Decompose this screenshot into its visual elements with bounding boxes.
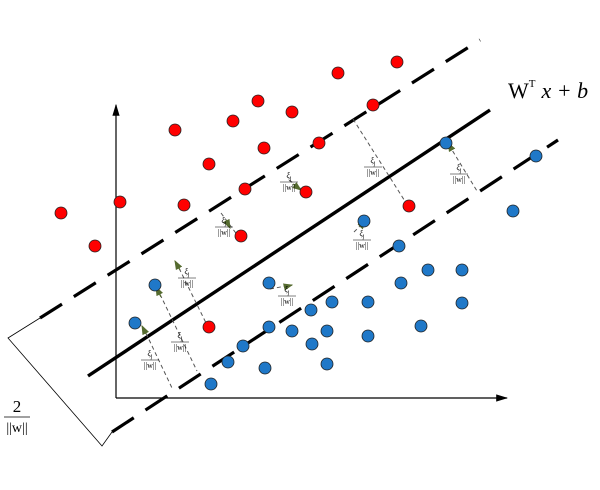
svg-text:ξj: ξj [221, 216, 226, 227]
margin-denominator: ||w|| [6, 421, 27, 436]
svg-text:ξj: ξj [370, 156, 375, 167]
margin-numerator: 2 [13, 397, 22, 416]
svg-text:||w||: ||w|| [356, 241, 368, 250]
svg-text:ξj: ξj [284, 285, 289, 296]
slack-label: ξj ||w|| [215, 216, 233, 237]
positive-class-points [54, 55, 416, 334]
slack-labels: ξj ||w|| ξj ||w|| ξj ||w|| ξj ||w|| ξj |… [141, 156, 468, 370]
svg-text:||w||: ||w|| [218, 228, 230, 237]
svg-text:ξj: ξj [147, 349, 152, 360]
slack-label: ξj ||w|| [364, 156, 382, 177]
slack-label: ξj ||w|| [353, 229, 371, 250]
svg-text:ξj: ξj [286, 171, 291, 182]
svg-text:||w||: ||w|| [283, 183, 295, 192]
slack-label: ξj ||w|| [278, 285, 296, 306]
svg-text:||w||: ||w|| [281, 297, 293, 306]
svg-text:||w||: ||w|| [181, 279, 193, 288]
slack-label: ξj ||w|| [171, 331, 189, 352]
svg-text:ξj: ξj [184, 267, 189, 278]
margin-bracket [7, 317, 113, 447]
svg-text:ξj: ξj [456, 163, 461, 174]
slack-label: ξj ||w|| [450, 163, 468, 184]
svg-text:ξj: ξj [177, 331, 182, 342]
svg-text:||w||: ||w|| [174, 343, 186, 352]
slack-label: ξj ||w|| [141, 349, 159, 370]
slack-label: ξj ||w|| [280, 171, 298, 192]
upper-margin-line [39, 38, 481, 320]
svg-text:||w||: ||w|| [144, 361, 156, 370]
slack-label: ξj ||w|| [178, 267, 196, 288]
svg-text:||w||: ||w|| [453, 175, 465, 184]
decision-boundary [87, 108, 491, 378]
svg-text:ξj: ξj [359, 229, 364, 240]
lower-margin-line [111, 138, 559, 434]
svg-text:||w||: ||w|| [367, 168, 379, 177]
negative-class-points [128, 136, 543, 391]
